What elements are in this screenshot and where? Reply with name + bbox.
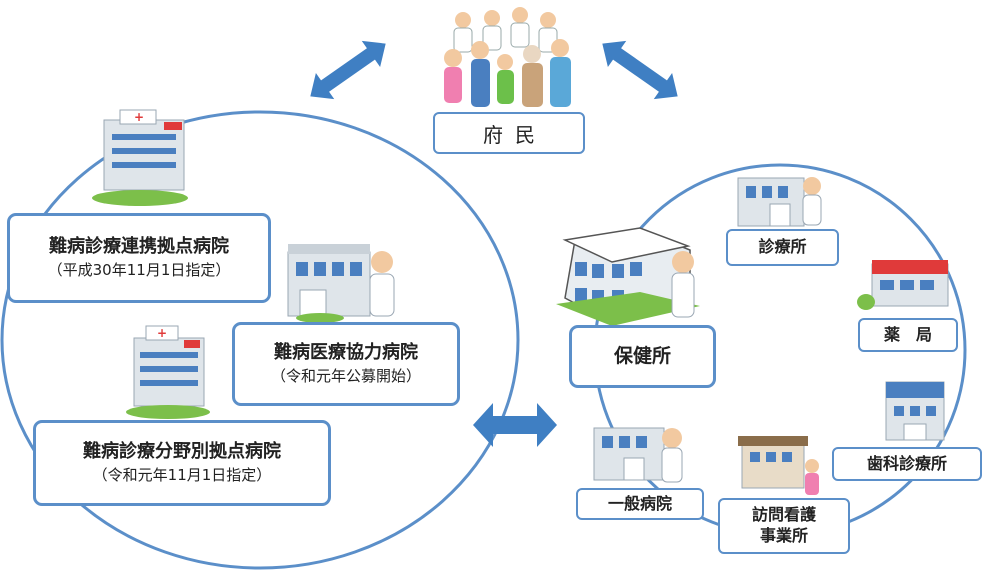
specialty-hospital-note: （令和元年11月1日指定）: [92, 466, 272, 484]
clinic-with-doctor-icon: [737, 177, 822, 227]
specialty-hospital-box: 難病診療分野別拠点病院 （令和元年11月1日指定）: [33, 420, 331, 506]
clinic-label: 診療所: [758, 237, 807, 257]
pharmacy-building-icon: [857, 260, 949, 310]
clinic-box: 診療所: [726, 229, 839, 266]
clinic-with-doctor-icon: [593, 427, 683, 483]
nursing-station-label-line1: 訪問看護: [751, 505, 816, 525]
double-arrow-icon: [473, 403, 557, 447]
nursing-station-box: 訪問看護 事業所: [718, 498, 850, 554]
health-center-building-icon: [556, 227, 700, 326]
nursing-station-icon: [738, 436, 819, 495]
cooperating-hospital-note: （令和元年公募開始）: [270, 367, 421, 385]
double-arrow-icon: [310, 40, 386, 100]
dental-clinic-label: 歯科診療所: [866, 453, 947, 473]
health-center-box: 保健所: [569, 325, 716, 388]
dental-clinic-icon: [885, 381, 945, 441]
general-hospital-box: 一般病院: [576, 488, 704, 520]
general-hospital-label: 一般病院: [607, 493, 672, 513]
svg-text:+: +: [157, 326, 167, 340]
clinic-with-doctor-icon: [287, 244, 395, 323]
nursing-station-label-line2: 事業所: [759, 526, 808, 545]
cooperating-hospital-title: 難病医療協力病院: [274, 341, 418, 363]
cooperating-hospital-box: 難病医療協力病院 （令和元年公募開始）: [232, 322, 460, 406]
hospital-building-icon: +: [92, 109, 188, 206]
citizens-box: 府民: [433, 112, 585, 154]
health-center-label: 保健所: [613, 344, 671, 367]
base-hospital-box: 難病診療連携拠点病院 （平成30年11月1日指定）: [7, 213, 271, 303]
specialty-hospital-title: 難病診療分野別拠点病院: [83, 440, 281, 462]
base-hospital-note: （平成30年11月1日指定）: [47, 261, 231, 279]
svg-text:+: +: [134, 110, 144, 124]
citizens-label: 府民: [483, 122, 547, 147]
group-of-people-icon: [444, 7, 571, 107]
base-hospital-title: 難病診療連携拠点病院: [49, 235, 229, 257]
pharmacy-label: 薬 局: [883, 324, 932, 344]
dental-clinic-box: 歯科診療所: [832, 447, 982, 481]
hospital-building-icon: +: [126, 325, 210, 419]
pharmacy-box: 薬 局: [858, 318, 958, 352]
hospital-network-circle: [0, 110, 520, 570]
double-arrow-icon: [602, 40, 678, 100]
